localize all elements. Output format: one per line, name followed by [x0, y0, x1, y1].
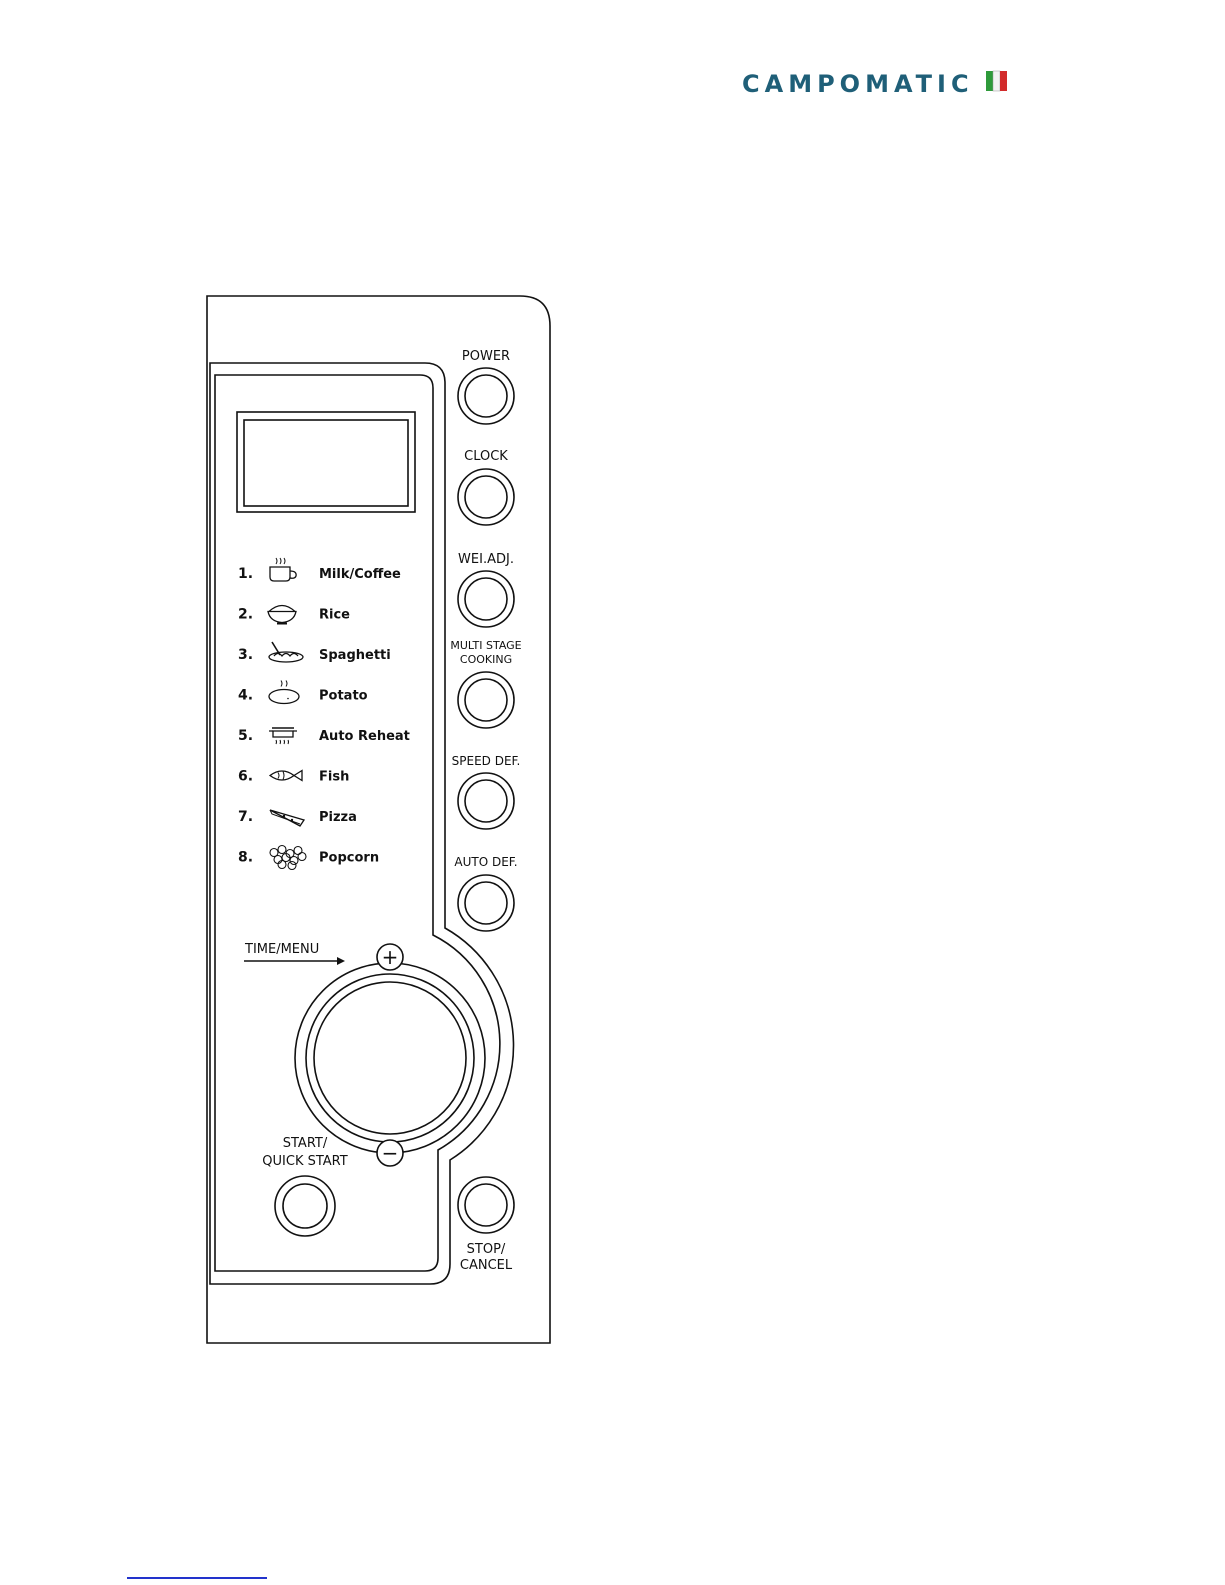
- stop-cancel-button[interactable]: STOP/ CANCEL: [458, 1177, 514, 1273]
- auto-menu-list: 1. Milk/Coffee 2. Rice 3. Spaghetti 4. Potato 5.…: [238, 558, 410, 870]
- menu-item-number: 4.: [238, 688, 253, 704]
- multi-stage-cooking-button[interactable]: MULTI STAGE COOKING: [450, 639, 521, 728]
- start-label-line1: START/: [283, 1136, 328, 1151]
- speed-def-label: SPEED DEF.: [452, 754, 521, 768]
- stop-label-line2: CANCEL: [460, 1258, 513, 1273]
- menu-item-label: Potato: [319, 689, 368, 704]
- menu-item-number: 1.: [238, 566, 253, 582]
- menu-item-number: 6.: [238, 769, 253, 785]
- start-label-line2: QUICK START: [262, 1154, 347, 1169]
- arrow-right-icon: [337, 957, 345, 965]
- dial-minus-button[interactable]: −: [377, 1140, 403, 1166]
- dial-plus-button[interactable]: +: [377, 944, 403, 970]
- clock-button[interactable]: CLOCK: [458, 449, 514, 525]
- menu-item-label: Milk/Coffee: [319, 567, 401, 582]
- panel-inner-frame-outer: [210, 363, 514, 1284]
- cup-icon: [270, 558, 296, 581]
- menu-item-label: Spaghetti: [319, 648, 391, 663]
- menu-item-number: 8.: [238, 850, 253, 866]
- footer-link-underline[interactable]: [127, 1577, 267, 1579]
- menu-item: 5. Auto Reheat: [238, 728, 410, 744]
- power-label: POWER: [462, 349, 510, 364]
- power-button[interactable]: POWER: [458, 349, 514, 424]
- speed-defrost-button[interactable]: SPEED DEF.: [452, 754, 521, 829]
- time-menu-dial[interactable]: [295, 963, 485, 1153]
- menu-item-label: Rice: [319, 608, 350, 623]
- menu-item-label: Fish: [319, 770, 349, 785]
- panel-inner-frame-inner: [215, 375, 500, 1271]
- potato-icon: [269, 681, 299, 704]
- menu-item: 6. Fish: [238, 769, 349, 785]
- stop-label-line1: STOP/: [467, 1242, 506, 1257]
- clock-label: CLOCK: [464, 449, 508, 464]
- fish-icon: [270, 771, 302, 781]
- time-menu-text: TIME/MENU: [244, 942, 319, 957]
- menu-item-number: 5.: [238, 728, 253, 744]
- menu-item: 3. Spaghetti: [238, 642, 391, 663]
- start-quick-start-button[interactable]: START/ QUICK START: [262, 1136, 347, 1236]
- multi-stage-label-line1: MULTI STAGE: [450, 639, 521, 652]
- wei-adj-label: WEI.ADJ.: [458, 552, 514, 567]
- menu-item: 8. Popcorn: [238, 846, 379, 870]
- time-menu-label: TIME/MENU: [244, 942, 345, 965]
- menu-item-number: 7.: [238, 809, 253, 825]
- minus-icon: −: [382, 1141, 399, 1165]
- plus-icon: +: [382, 945, 399, 969]
- pot-icon: [269, 728, 297, 744]
- menu-item-label: Popcorn: [319, 851, 379, 866]
- rice-bowl-icon: [268, 606, 296, 625]
- weight-adjust-button[interactable]: WEI.ADJ.: [458, 552, 514, 627]
- menu-item-label: Auto Reheat: [319, 729, 410, 744]
- menu-item-number: 2.: [238, 607, 253, 623]
- popcorn-icon: [270, 846, 306, 870]
- menu-item-number: 3.: [238, 647, 253, 663]
- menu-item-label: Pizza: [319, 810, 357, 825]
- auto-defrost-button[interactable]: AUTO DEF.: [454, 855, 517, 931]
- display-window: [237, 412, 415, 512]
- spaghetti-icon: [269, 642, 303, 662]
- menu-item: 7. Pizza: [238, 809, 357, 826]
- auto-def-label: AUTO DEF.: [454, 855, 517, 869]
- menu-item: 2. Rice: [238, 606, 350, 625]
- menu-item: 4. Potato: [238, 681, 368, 704]
- pizza-icon: [270, 810, 304, 826]
- multi-stage-label-line2: COOKING: [460, 653, 512, 666]
- menu-item: 1. Milk/Coffee: [238, 558, 401, 582]
